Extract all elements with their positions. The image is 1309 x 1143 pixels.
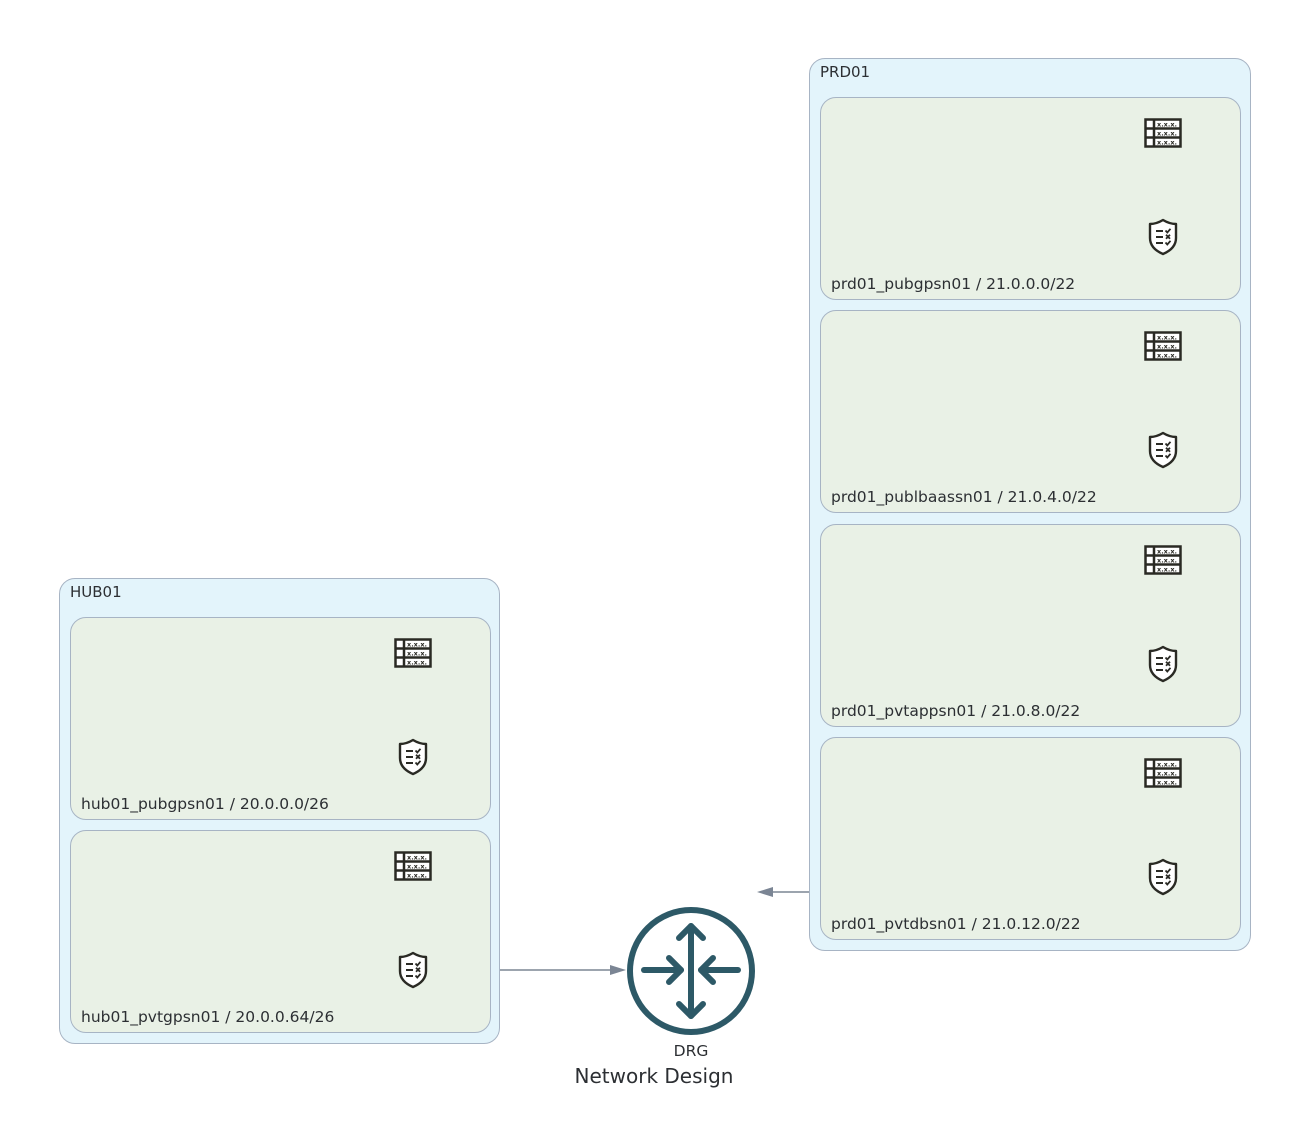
vcn-title: PRD01 xyxy=(820,63,871,81)
vcn-title: HUB01 xyxy=(70,583,122,601)
edge-hub01-to-drg[interactable] xyxy=(500,965,626,975)
subnet-prd01-publbaassn01[interactable]: prd01_publbaassn01 / 21.0.4.0/22 xyxy=(820,310,1241,513)
subnet-label: prd01_publbaassn01 / 21.0.4.0/22 xyxy=(831,488,1097,506)
edge-prd01-to-drg[interactable] xyxy=(757,887,809,897)
drg-router-icon[interactable] xyxy=(626,906,756,1036)
drg-label: DRG xyxy=(673,1042,709,1060)
subnet-label: hub01_pubgpsn01 / 20.0.0.0/26 xyxy=(81,795,329,813)
diagram-title: Network Design xyxy=(574,1064,734,1088)
subnet-hub01-pubgpsn01[interactable]: hub01_pubgpsn01 / 20.0.0.0/26 xyxy=(70,617,491,820)
vcn-prd01[interactable]: PRD01 prd01_pubgpsn01 / 21.0.0.0/22 prd0… xyxy=(809,58,1251,951)
subnet-prd01-pvtdbsn01[interactable]: prd01_pvtdbsn01 / 21.0.12.0/22 xyxy=(820,737,1241,940)
vcn-hub01[interactable]: HUB01 hub01_pubgpsn01 / 20.0.0.0/26 hub0… xyxy=(59,578,500,1044)
subnet-label: hub01_pvtgpsn01 / 20.0.0.64/26 xyxy=(81,1008,335,1026)
subnet-prd01-pvtappsn01[interactable]: prd01_pvtappsn01 / 21.0.8.0/22 xyxy=(820,524,1241,727)
subnet-hub01-pvtgpsn01[interactable]: hub01_pvtgpsn01 / 20.0.0.64/26 xyxy=(70,830,491,1033)
subnet-label: prd01_pvtdbsn01 / 21.0.12.0/22 xyxy=(831,915,1081,933)
subnet-label: prd01_pubgpsn01 / 21.0.0.0/22 xyxy=(831,275,1076,293)
subnet-prd01-pubgpsn01[interactable]: prd01_pubgpsn01 / 21.0.0.0/22 xyxy=(820,97,1241,300)
subnet-label: prd01_pvtappsn01 / 21.0.8.0/22 xyxy=(831,702,1081,720)
